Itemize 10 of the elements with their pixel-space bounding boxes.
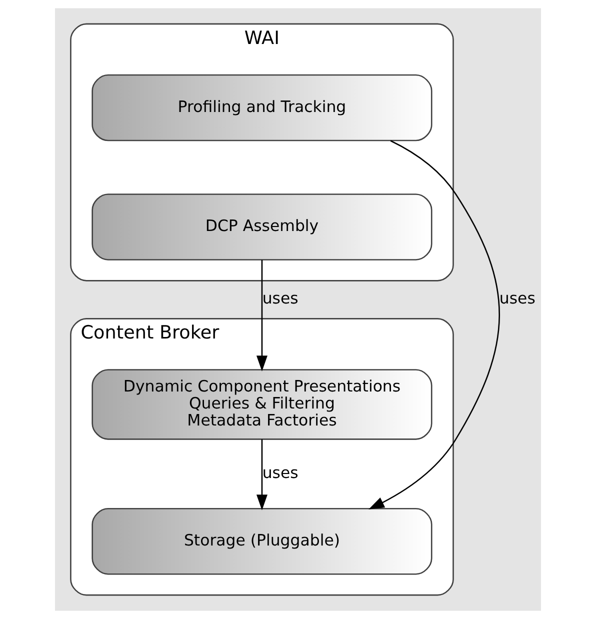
edge-label: uses <box>262 462 298 482</box>
arrow <box>368 140 500 510</box>
edge-label: uses <box>262 288 298 308</box>
edge-label: uses <box>498 288 535 308</box>
arrow <box>256 260 267 372</box>
node-box: Dynamic Component Presentations Queries & Filtering Metadata Factories <box>91 369 432 440</box>
arrow <box>256 439 267 510</box>
node-box: Storage (Pluggable) <box>91 508 432 575</box>
node-box: DCP Assembly <box>91 194 432 260</box>
node-box: Profiling and Tracking <box>91 74 432 142</box>
